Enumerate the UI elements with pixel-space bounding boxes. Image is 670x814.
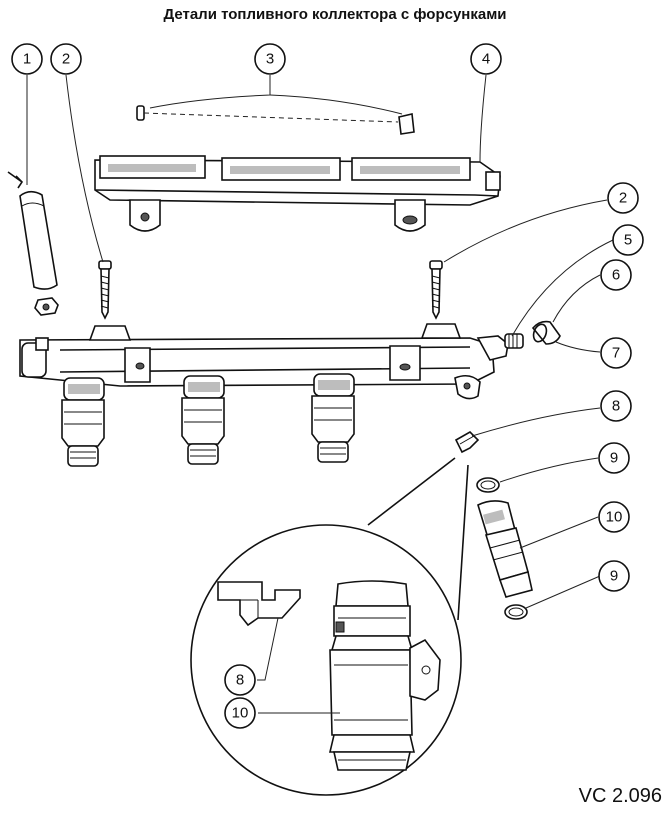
callout-label: 5 (624, 232, 632, 249)
callout-2-left: 2 (50, 43, 82, 75)
callout-label: 7 (612, 345, 620, 362)
callout-9-lower: 9 (598, 560, 630, 592)
callout-label: 10 (232, 705, 249, 722)
rail-injector-2 (181, 375, 225, 465)
callout-6: 6 (600, 259, 632, 291)
o-ring-upper (476, 477, 500, 493)
callout-label: 8 (236, 672, 244, 689)
callout-label: 2 (62, 51, 70, 68)
callout-7: 7 (600, 337, 632, 369)
bolts (98, 260, 443, 320)
callout-label: 4 (482, 51, 490, 68)
rail-injector-3 (311, 373, 355, 463)
callout-label: 10 (606, 509, 623, 526)
callout-label: 3 (266, 51, 274, 68)
callout-label: 6 (612, 267, 620, 284)
retaining-clip (454, 431, 480, 454)
rail-cover (94, 155, 501, 232)
detail-view (190, 457, 469, 796)
callout-5: 5 (612, 224, 644, 256)
leader-lines (26, 74, 614, 714)
rail-injector-1 (61, 377, 105, 467)
callout-label: 8 (612, 398, 620, 415)
o-ring-lower (504, 604, 528, 620)
pressure-cap (531, 320, 561, 345)
callout-9-upper: 9 (598, 442, 630, 474)
callout-10-right: 10 (598, 501, 630, 533)
callout-2-right: 2 (607, 182, 639, 214)
fuel-hose (7, 171, 59, 316)
callout-8-detail: 8 (224, 664, 256, 696)
callout-1: 1 (11, 43, 43, 75)
callout-10-detail: 10 (224, 697, 256, 729)
callout-4: 4 (470, 43, 502, 75)
detached-injector (477, 500, 533, 598)
diagram-title: Детали топливного коллектора с форсункам… (163, 6, 507, 23)
callout-8-right: 8 (600, 390, 632, 422)
callout-label: 9 (610, 568, 618, 585)
figure-code: VC 2.096 (578, 785, 662, 807)
fuel-rail (19, 323, 524, 400)
callout-label: 2 (619, 190, 627, 207)
cover-clips (136, 105, 415, 135)
callout-label: 9 (610, 450, 618, 467)
callout-label: 1 (23, 51, 31, 68)
callout-3: 3 (254, 43, 286, 75)
